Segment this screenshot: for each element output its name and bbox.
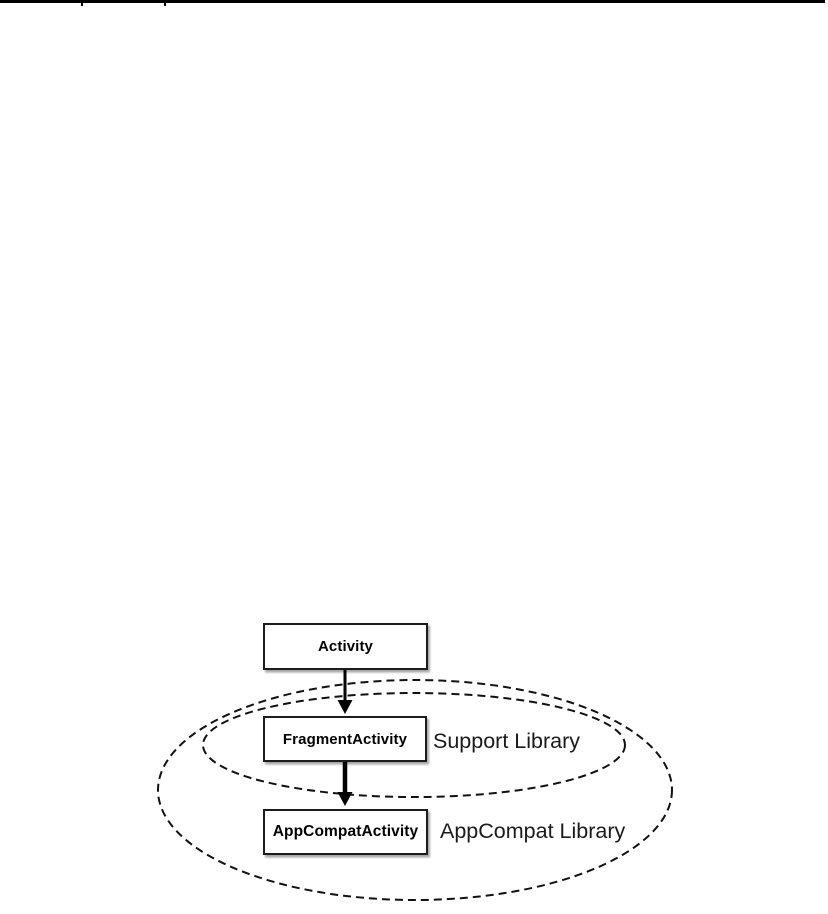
top-cropped-rule	[0, 0, 825, 6]
fragment-activity-node-label: FragmentActivity	[282, 730, 408, 748]
appcompat-library-ellipse	[157, 679, 673, 901]
support-library-ellipse	[202, 692, 626, 798]
appcompat-activity-node: AppCompatActivity	[263, 809, 428, 855]
fragment-activity-node: FragmentActivity	[263, 716, 427, 762]
activity-node: Activity	[263, 623, 428, 670]
inheritance-arrow-fragmentactivity-to-appcompatactivity	[337, 762, 353, 806]
top-rule-tick	[81, 3, 83, 6]
inheritance-arrow-activity-to-fragmentactivity	[337, 670, 353, 714]
support-library-label: Support Library	[433, 729, 580, 753]
appcompat-activity-node-label: AppCompatActivity	[272, 823, 419, 840]
top-rule-tick	[164, 3, 166, 6]
activity-node-label: Activity	[318, 638, 373, 655]
appcompat-library-label: AppCompat Library	[440, 819, 626, 843]
